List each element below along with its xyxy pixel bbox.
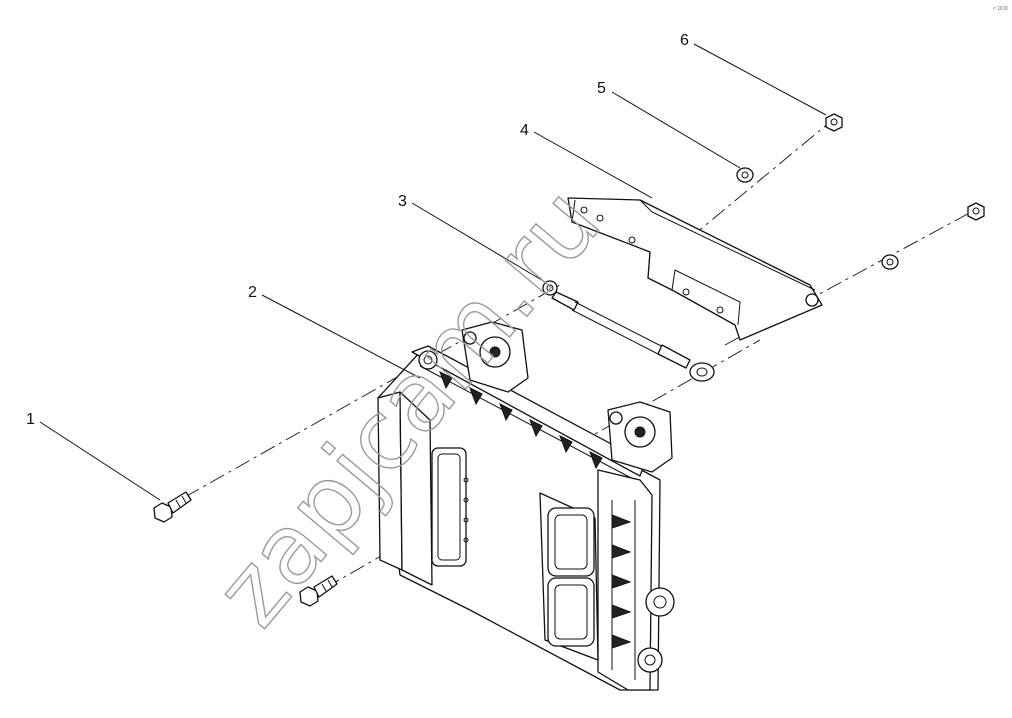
nut-upper [825, 113, 843, 132]
control-module [377, 321, 675, 691]
callout-4: 4 [520, 122, 529, 139]
callout-1: 1 [26, 411, 35, 428]
washer-right [881, 254, 899, 270]
callout-6: 6 [680, 32, 689, 49]
mounting-bracket [567, 197, 823, 341]
leader-lines [39, 43, 827, 501]
callout-3: 3 [398, 193, 407, 210]
callout-numbers: 1 2 3 4 5 6 [26, 32, 689, 428]
ground-strap [542, 280, 715, 382]
nut-right [967, 202, 985, 221]
corner-mark: ↗ DDD [992, 6, 1009, 12]
bolt-lower [299, 575, 338, 607]
bolt-upper [153, 491, 192, 523]
callout-5: 5 [597, 80, 606, 97]
callout-2: 2 [248, 284, 257, 301]
washer-upper [736, 167, 754, 183]
assembly-axes [184, 121, 976, 589]
